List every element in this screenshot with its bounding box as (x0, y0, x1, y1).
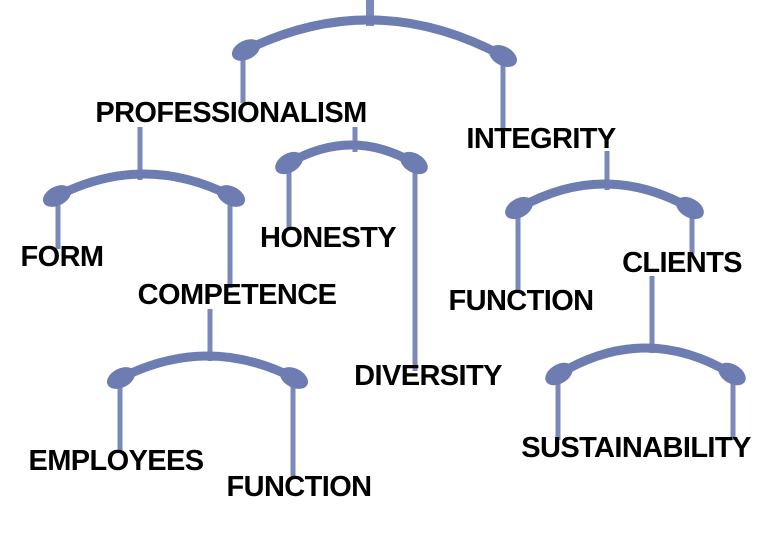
node-label-professionalism: PROFESSIONALISM (95, 97, 367, 129)
crossbar-arcs (42, 15, 746, 389)
bar-prof-right (284, 140, 419, 168)
node-label-diversity: DIVERSITY (354, 360, 502, 392)
bar-integrity-left-end-bulb (505, 196, 533, 220)
bar-prof-left (52, 169, 236, 201)
bar-competence-left-end-bulb (106, 367, 136, 389)
bar-integrity-right-end-bulb (676, 196, 704, 220)
bar-prof-right-left-end-bulb (275, 151, 303, 175)
node-label-clients: CLIENTS (622, 247, 742, 279)
bar-top-right-end-bulb (489, 45, 517, 67)
bar-top-left-end-bulb (231, 39, 261, 61)
node-label-competence: COMPETENCE (137, 279, 337, 311)
bar-top (241, 15, 508, 61)
bar-clients-right-end-bulb (718, 362, 746, 386)
bar-integrity (514, 179, 695, 213)
node-label-sustainability: SUSTAINABILITY (521, 432, 751, 464)
bar-prof-right-right-end-bulb (400, 151, 428, 175)
bar-competence-right-end-bulb (279, 367, 309, 389)
node-label-integrity: INTEGRITY (466, 123, 616, 155)
bar-clients-left-end-bulb (545, 362, 573, 386)
node-label-form: FORM (20, 241, 105, 273)
node-label-function-right: FUNCTION (448, 285, 594, 317)
node-label-function-left: FUNCTION (226, 471, 372, 503)
bar-prof-left-right-end-bulb (216, 185, 246, 207)
bar-competence (116, 351, 299, 383)
node-label-employees: EMPLOYEES (28, 445, 204, 477)
bar-clients (554, 343, 737, 379)
string-lines (55, 0, 736, 478)
bar-prof-left-left-end-bulb (42, 185, 72, 207)
node-label-honesty: HONESTY (260, 222, 397, 254)
